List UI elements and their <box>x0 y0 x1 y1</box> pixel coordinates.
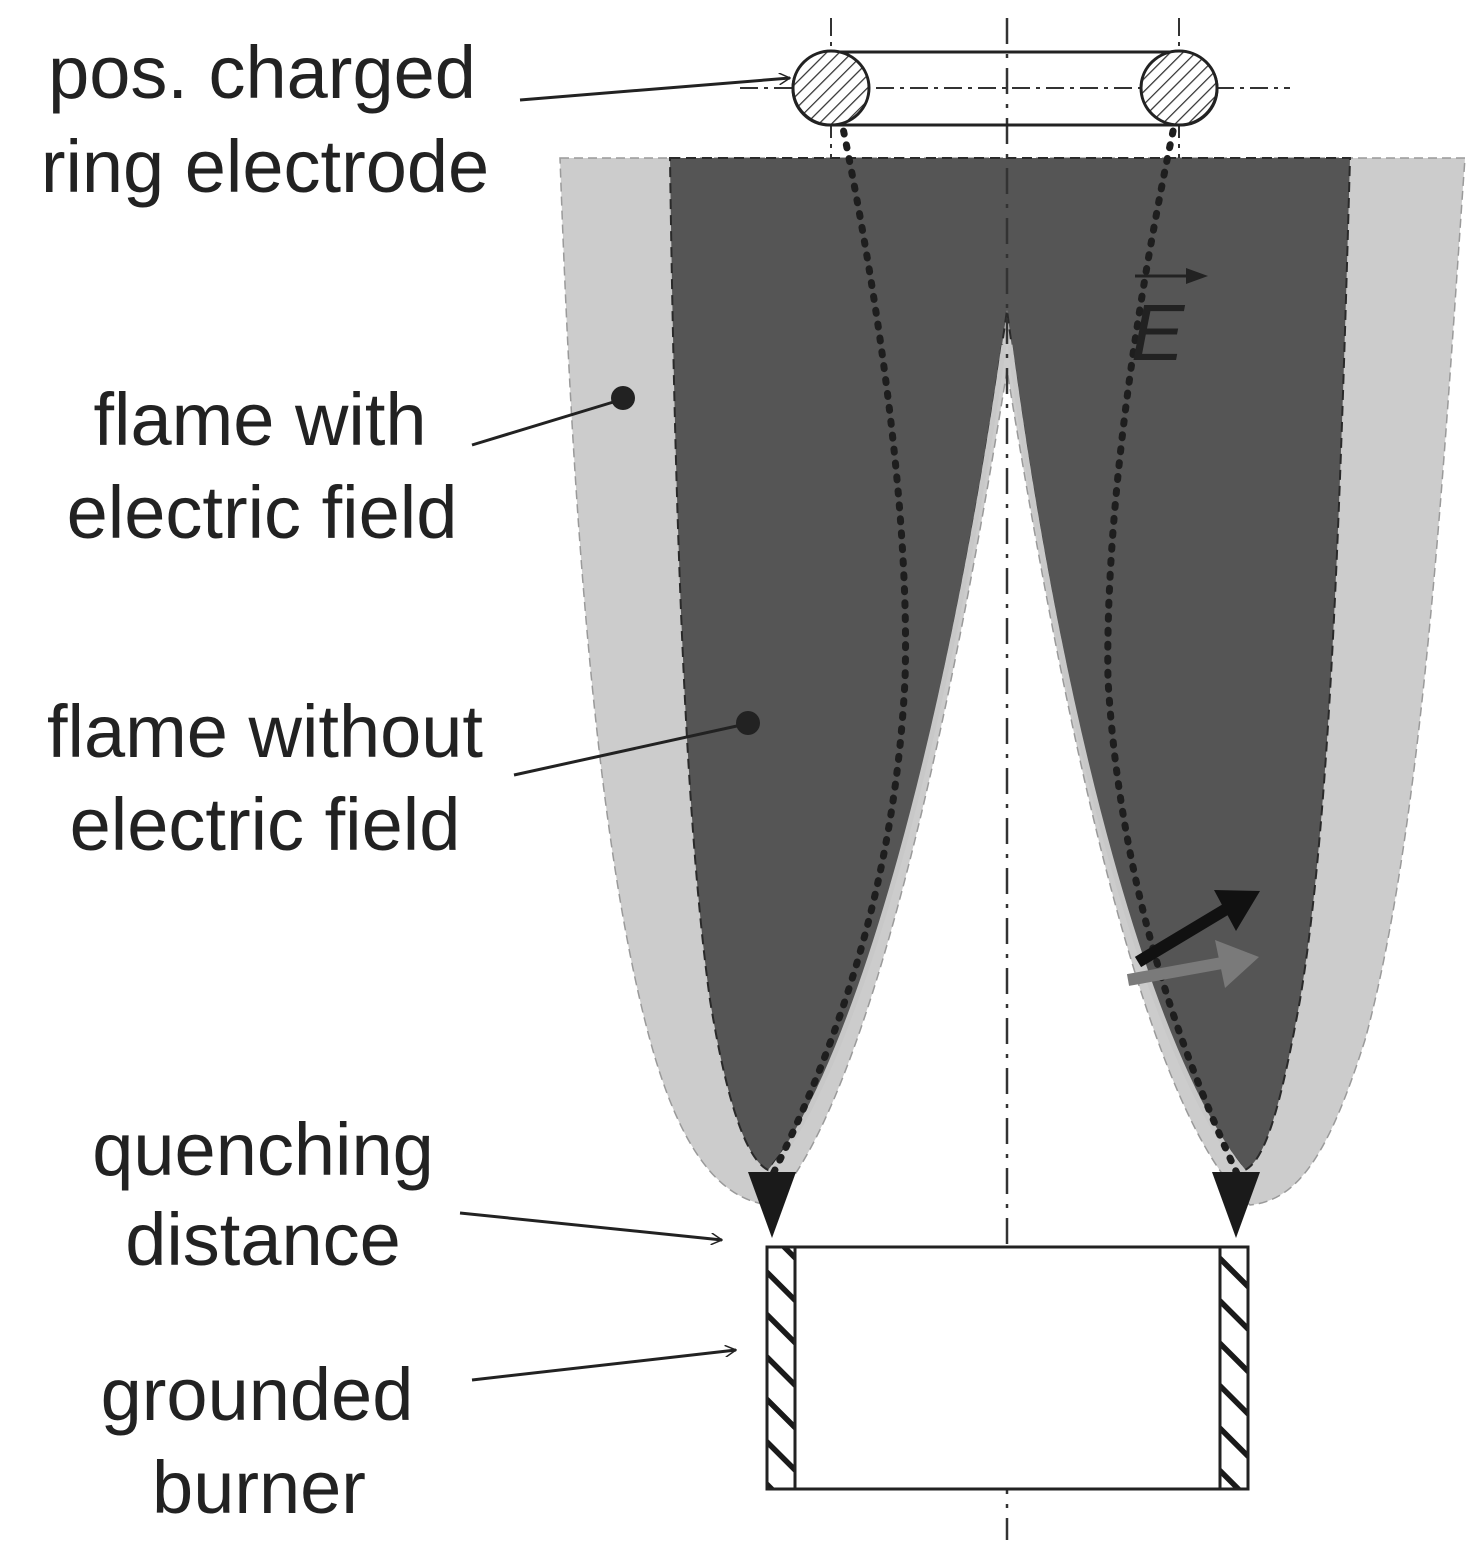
leader-ring-electrode <box>519 78 790 102</box>
leader-quenching-distance <box>459 1211 722 1240</box>
label-quenching-line1: quenching <box>92 1108 434 1191</box>
velocity-arrow-gray-shaft <box>1126 957 1224 986</box>
label-ring-electrode-line2: ring electrode <box>41 125 489 208</box>
field-line-right <box>1104 86 1244 1184</box>
ring-electrode-left-section <box>791 49 871 127</box>
inner-cone-edge-left <box>768 344 1007 1174</box>
label-flame-without-field-line2: electric field <box>70 783 461 866</box>
leader-flame-without-field <box>513 722 747 777</box>
field-line-left <box>766 86 910 1184</box>
flame-without-field-region <box>668 157 1352 1172</box>
velocity-arrow-gray-head <box>1215 940 1259 988</box>
leader-dot-flame-without-field <box>736 711 760 735</box>
label-flame-without-field-line1: flame without <box>47 690 483 773</box>
burner-body <box>765 1245 1249 1491</box>
quenching-marker-left <box>748 1172 796 1238</box>
leader-dot-flame-with-field <box>611 386 635 410</box>
quenching-marker-right <box>1212 1172 1260 1238</box>
label-flame-with-field-line2: electric field <box>67 471 458 554</box>
burner-wall-left <box>765 1245 797 1491</box>
leader-flame-with-field <box>471 398 621 447</box>
inner-cone-edge-right <box>1007 344 1246 1174</box>
label-burner-line2: burner <box>152 1446 366 1529</box>
velocity-arrow-black-head <box>1214 890 1260 931</box>
field-vector-arrowhead <box>1186 268 1208 284</box>
electric-field-symbol: E <box>1131 288 1186 377</box>
burner-wall-right <box>1218 1245 1250 1491</box>
velocity-arrow-black-shaft <box>1134 902 1232 968</box>
label-burner-line1: grounded <box>101 1353 414 1436</box>
label-ring-electrode-line1: pos. charged <box>48 31 476 114</box>
leader-grounded-burner <box>471 1350 736 1382</box>
label-flame-with-field-line1: flame with <box>93 378 426 461</box>
label-quenching-line2: distance <box>125 1198 401 1281</box>
ring-electrode-right-section <box>1139 49 1219 127</box>
